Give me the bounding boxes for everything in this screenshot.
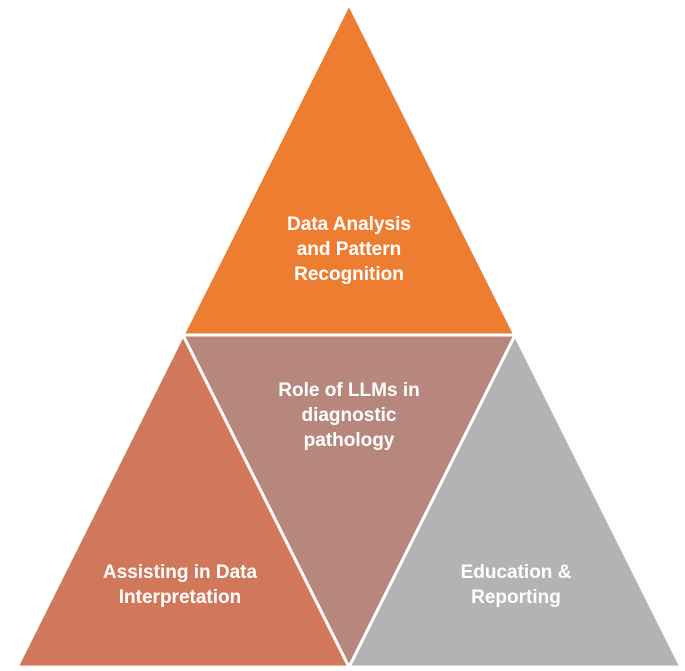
top-label-line-1: Data Analysis <box>287 214 411 235</box>
center-section-label: Role of LLMs in diagnostic pathology <box>249 378 449 453</box>
center-inverted-triangle <box>181 333 517 669</box>
center-label-line-1: Role of LLMs in <box>278 380 420 401</box>
left-label-line-1: Assisting in Data <box>102 562 258 583</box>
left-section-label: Assisting in Data Interpretation <box>80 560 280 610</box>
center-label-line-3: pathology <box>303 430 395 451</box>
top-label-line-2: and Pattern <box>296 239 402 260</box>
right-section-label: Education & Reporting <box>416 560 616 610</box>
right-label-line-2: Reporting <box>471 587 561 608</box>
right-label-line-1: Education & <box>460 562 572 583</box>
left-label-line-2: Interpretation <box>118 587 242 608</box>
top-label-line-3: Recognition <box>294 264 404 285</box>
center-label-line-2: diagnostic <box>301 405 397 426</box>
top-section-label: Data Analysis and Pattern Recognition <box>249 212 449 287</box>
